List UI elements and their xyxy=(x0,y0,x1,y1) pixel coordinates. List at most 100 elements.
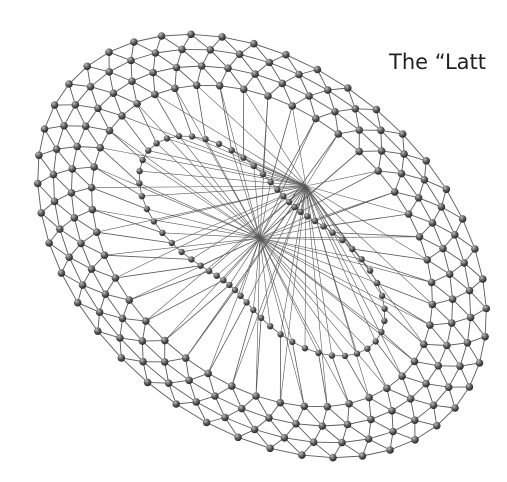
lattice-node xyxy=(289,339,295,345)
lattice-node xyxy=(176,133,182,139)
lattice-node xyxy=(79,281,87,289)
lattice-node xyxy=(373,106,381,114)
lattice-node xyxy=(292,420,300,428)
lattice-edge xyxy=(38,184,42,213)
lattice-node xyxy=(355,148,363,156)
lattice-node xyxy=(159,230,165,236)
lattice-node xyxy=(178,46,186,54)
lattice-edge xyxy=(191,34,222,37)
lattice-node xyxy=(133,100,141,108)
lattice-node xyxy=(381,318,387,324)
lattice-node xyxy=(229,147,235,153)
lattice-node xyxy=(298,451,306,459)
lattice-edge xyxy=(306,171,378,186)
lattice-node xyxy=(429,219,437,227)
lattice-node xyxy=(420,341,428,349)
lattice-node xyxy=(144,379,152,387)
lattice-node xyxy=(126,296,134,304)
lattice-node xyxy=(379,293,385,299)
lattice-edge xyxy=(222,37,254,44)
lattice-node xyxy=(400,150,408,158)
lattice-edge xyxy=(359,151,378,171)
lattice-node xyxy=(433,422,441,430)
lattice-node xyxy=(161,358,169,366)
lattice-node xyxy=(304,213,310,219)
lattice-node xyxy=(456,362,464,370)
lattice-node xyxy=(240,155,246,161)
lattice-node xyxy=(171,85,179,93)
lattice-edge xyxy=(77,147,94,167)
lattice-node xyxy=(481,333,489,341)
lattice-edge xyxy=(260,238,432,282)
lattice-node xyxy=(449,295,457,303)
lattice-edge xyxy=(165,341,186,359)
lattice-node xyxy=(386,446,394,454)
lattice-node xyxy=(464,339,472,347)
lattice-edge xyxy=(338,134,359,152)
lattice-edge xyxy=(432,282,453,299)
lattice-node xyxy=(435,362,443,370)
lattice-node xyxy=(161,337,169,345)
lattice-node xyxy=(460,259,468,267)
lattice-node xyxy=(331,108,339,116)
lattice-edge xyxy=(155,94,306,186)
lattice-edge xyxy=(86,126,101,148)
lattice-edge xyxy=(433,223,444,249)
lattice-edge xyxy=(202,66,228,68)
lattice-node xyxy=(339,237,345,243)
lattice-node xyxy=(312,218,318,224)
lattice-node xyxy=(356,126,364,134)
lattice-node xyxy=(152,49,160,57)
lattice-edge xyxy=(137,104,157,144)
lattice-edges xyxy=(38,34,487,457)
lattice-edge xyxy=(348,425,369,440)
lattice-edge xyxy=(92,269,106,294)
lattice-node xyxy=(310,438,318,446)
lattice-node xyxy=(58,269,66,277)
lattice-node xyxy=(291,204,297,210)
lattice-node xyxy=(430,402,438,410)
lattice-node xyxy=(349,246,355,252)
lattice-edge xyxy=(260,238,367,349)
lattice-edge xyxy=(255,74,282,83)
lattice-node xyxy=(37,209,45,217)
lattice-node xyxy=(388,407,396,415)
lattice-node xyxy=(206,268,212,274)
lattice-node xyxy=(240,86,248,94)
lattice-node xyxy=(411,436,419,444)
lattice-node xyxy=(415,194,423,202)
lattice-node xyxy=(383,385,391,393)
lattice-node xyxy=(77,240,85,248)
lattice-edge xyxy=(419,198,433,223)
lattice-edge xyxy=(105,255,192,259)
lattice-node xyxy=(237,293,243,299)
lattice-node xyxy=(204,370,212,378)
lattice-node xyxy=(34,180,42,188)
lattice-node xyxy=(224,64,232,72)
lattice-node xyxy=(411,358,419,366)
lattice-node xyxy=(149,69,157,77)
lattice-edge xyxy=(129,271,209,300)
lattice-node xyxy=(105,48,113,56)
lattice-node xyxy=(426,321,434,329)
lattice-edge xyxy=(223,186,306,280)
lattice-node xyxy=(365,435,373,443)
lattice-edge xyxy=(282,83,309,96)
lattice-node xyxy=(305,92,313,100)
lattice-node xyxy=(398,372,406,380)
lattice-node xyxy=(88,265,96,273)
lattice-node xyxy=(53,145,61,153)
lattice-node xyxy=(65,253,73,261)
lattice-node xyxy=(445,383,453,391)
lattice-node xyxy=(286,199,292,205)
lattice-edge xyxy=(306,134,338,186)
lattice-edge xyxy=(322,426,342,443)
lattice-edge xyxy=(41,213,49,243)
lattice-node xyxy=(407,395,415,403)
lattice-edge xyxy=(306,186,384,321)
lattice-edge xyxy=(369,398,392,411)
lattice-node xyxy=(178,249,184,255)
lattice-node xyxy=(173,64,181,72)
lattice-edge xyxy=(260,238,345,356)
lattice-edge xyxy=(202,66,220,86)
